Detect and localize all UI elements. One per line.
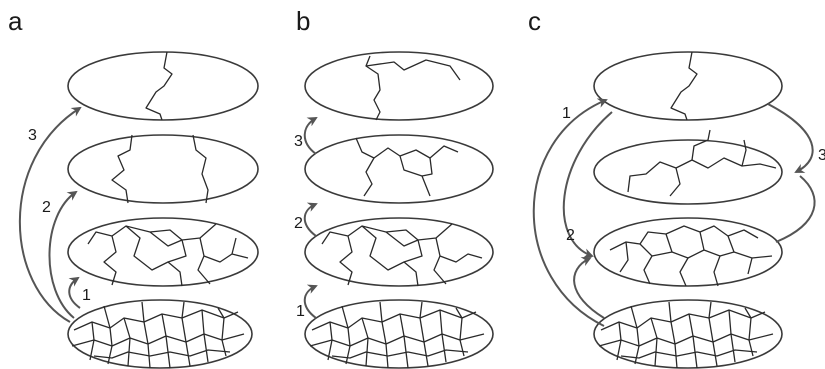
panel-b-step-2: 2 [294,215,303,232]
panel-c-loop-connector [776,176,815,242]
panel-c-level-4 [594,52,782,120]
panel-c-level-1 [594,300,782,368]
panel-b-letter: b [296,6,310,36]
panel-c-level-2 [594,218,782,286]
panel-c-arrow-1 [534,100,606,326]
panel-b-arrow-2 [305,204,316,236]
panel-b-level-3 [305,135,493,203]
panel-b-arrow-1 [305,286,316,318]
panel-a-step-2: 2 [42,199,51,216]
panel-a-level-1 [68,300,252,368]
panel-a-arrow-1 [69,278,80,308]
panel-c-step-3: 3 [818,147,825,164]
panel-b-step-3: 3 [294,133,303,150]
panel-c: c [528,6,825,368]
panel-c-letter: c [528,6,541,36]
panel-a-level-4 [68,52,258,120]
panel-b-level-4 [305,52,493,120]
panel-b-level-1 [305,300,493,368]
panel-a-level-3 [68,135,258,203]
panel-a-step-1: 1 [82,287,91,304]
panel-a-level-2 [68,218,258,286]
panel-c-step-1: 1 [562,105,571,122]
panel-b: b [294,6,493,368]
panel-a: a [8,6,258,368]
panel-a-step-3: 3 [28,127,37,144]
panel-c-level-3 [594,130,782,204]
panel-b-step-1: 1 [296,303,305,320]
panel-b-level-2 [305,218,493,286]
panel-c-step-2: 2 [566,227,575,244]
panel-b-arrow-3 [305,118,316,154]
panel-a-letter: a [8,6,23,36]
